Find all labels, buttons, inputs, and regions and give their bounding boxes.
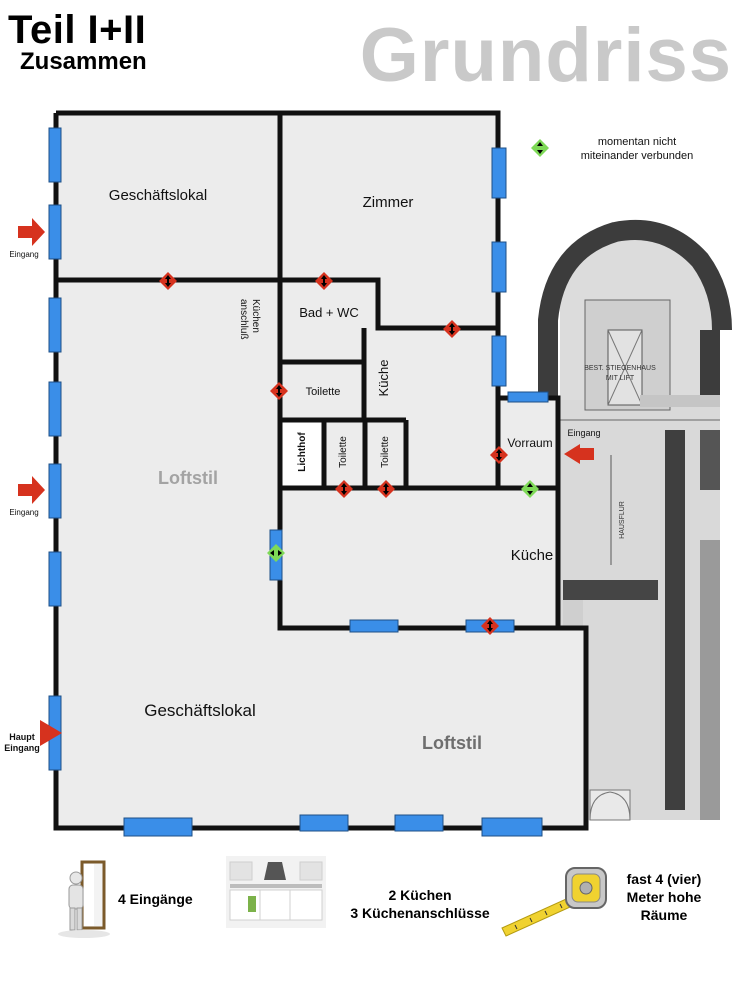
stair-entrance-label: Eingang	[567, 428, 600, 438]
stairwell-label: BEST. STIEGENHAUS	[584, 365, 656, 372]
window	[48, 381, 62, 437]
window	[48, 551, 62, 607]
feature-height-line-3: Räume	[640, 907, 688, 924]
walls	[53, 110, 589, 831]
floor-fill	[56, 113, 586, 828]
window	[491, 241, 507, 293]
header-block: Teil I+II Zusammen	[8, 10, 147, 74]
kitchen-photo-icon	[226, 856, 326, 928]
room-zimmer: Zimmer	[363, 194, 414, 211]
room-kitchen-small: Küche	[376, 360, 391, 397]
main-entrance-label: Haupt	[9, 732, 35, 742]
feature-entrances: 4 Eingänge	[118, 891, 193, 907]
legend-connector-icon	[531, 139, 549, 157]
entrance-arrow-icon	[18, 218, 45, 246]
window	[48, 463, 62, 519]
window	[491, 147, 507, 199]
tape-measure-icon	[501, 867, 607, 937]
feature-height: fast 4 (vier) Meter hohe Räume	[612, 870, 716, 925]
window	[394, 814, 444, 832]
entrance-arrow-icon	[18, 476, 45, 504]
corridor-label: HAUSFLUR	[619, 501, 626, 539]
feature-height-line-1: fast 4 (vier)	[626, 871, 702, 887]
door-person-icon	[58, 860, 110, 938]
window	[299, 814, 349, 832]
entrance-label-1: Eingang	[9, 250, 38, 259]
kitchen-hookup-label: Küchen	[250, 299, 261, 333]
feature-height-line-2: Meter hohe	[626, 889, 702, 906]
window	[48, 127, 62, 183]
stair-entrance-arrow-icon	[564, 444, 594, 464]
room-toilet-2: Toilette	[338, 436, 349, 468]
stairwell-lift-label: MIT LIFT	[606, 375, 635, 382]
window	[123, 817, 193, 837]
room-loft-left: Loftstil	[158, 468, 218, 488]
feature-kitchens-line-2: 3 Küchenanschlüsse	[350, 905, 490, 922]
feature-kitchens-line-1: 2 Küchen	[388, 887, 452, 903]
main-entrance-label-2: Eingang	[4, 743, 40, 753]
window	[349, 619, 399, 633]
room-loft-right: Loftstil	[422, 733, 482, 753]
room-shop-top: Geschäftslokal	[109, 187, 207, 204]
window	[48, 297, 62, 353]
page-title: Grundriss	[359, 13, 732, 98]
room-toilet-1: Toilette	[306, 386, 341, 398]
window	[491, 335, 507, 387]
room-vorraum: Vorraum	[507, 436, 552, 450]
room-shop-bottom: Geschäftslokal	[144, 701, 256, 720]
room-lightwell: Lichthof	[297, 432, 308, 472]
entrance-label-2: Eingang	[9, 508, 38, 517]
legend-note-line-1: momentan nicht	[598, 136, 676, 148]
window	[481, 817, 543, 837]
room-bath: Bad + WC	[299, 305, 359, 320]
feature-kitchens: 2 Küchen 3 Küchenanschlüsse	[340, 886, 500, 922]
room-toilet-3: Toilette	[380, 436, 391, 468]
legend-note-line-2: miteinander verbunden	[581, 150, 694, 162]
main-entrance-arrow-icon	[40, 720, 62, 746]
together-subtitle: Zusammen	[20, 48, 147, 75]
part-title: Teil I+II	[8, 8, 147, 52]
entrance-arrows	[18, 218, 594, 746]
room-kitchen-big: Küche	[511, 547, 554, 564]
kitchen-hookup-label-2: anschluß	[238, 299, 249, 340]
window	[48, 204, 62, 260]
window	[507, 391, 549, 403]
